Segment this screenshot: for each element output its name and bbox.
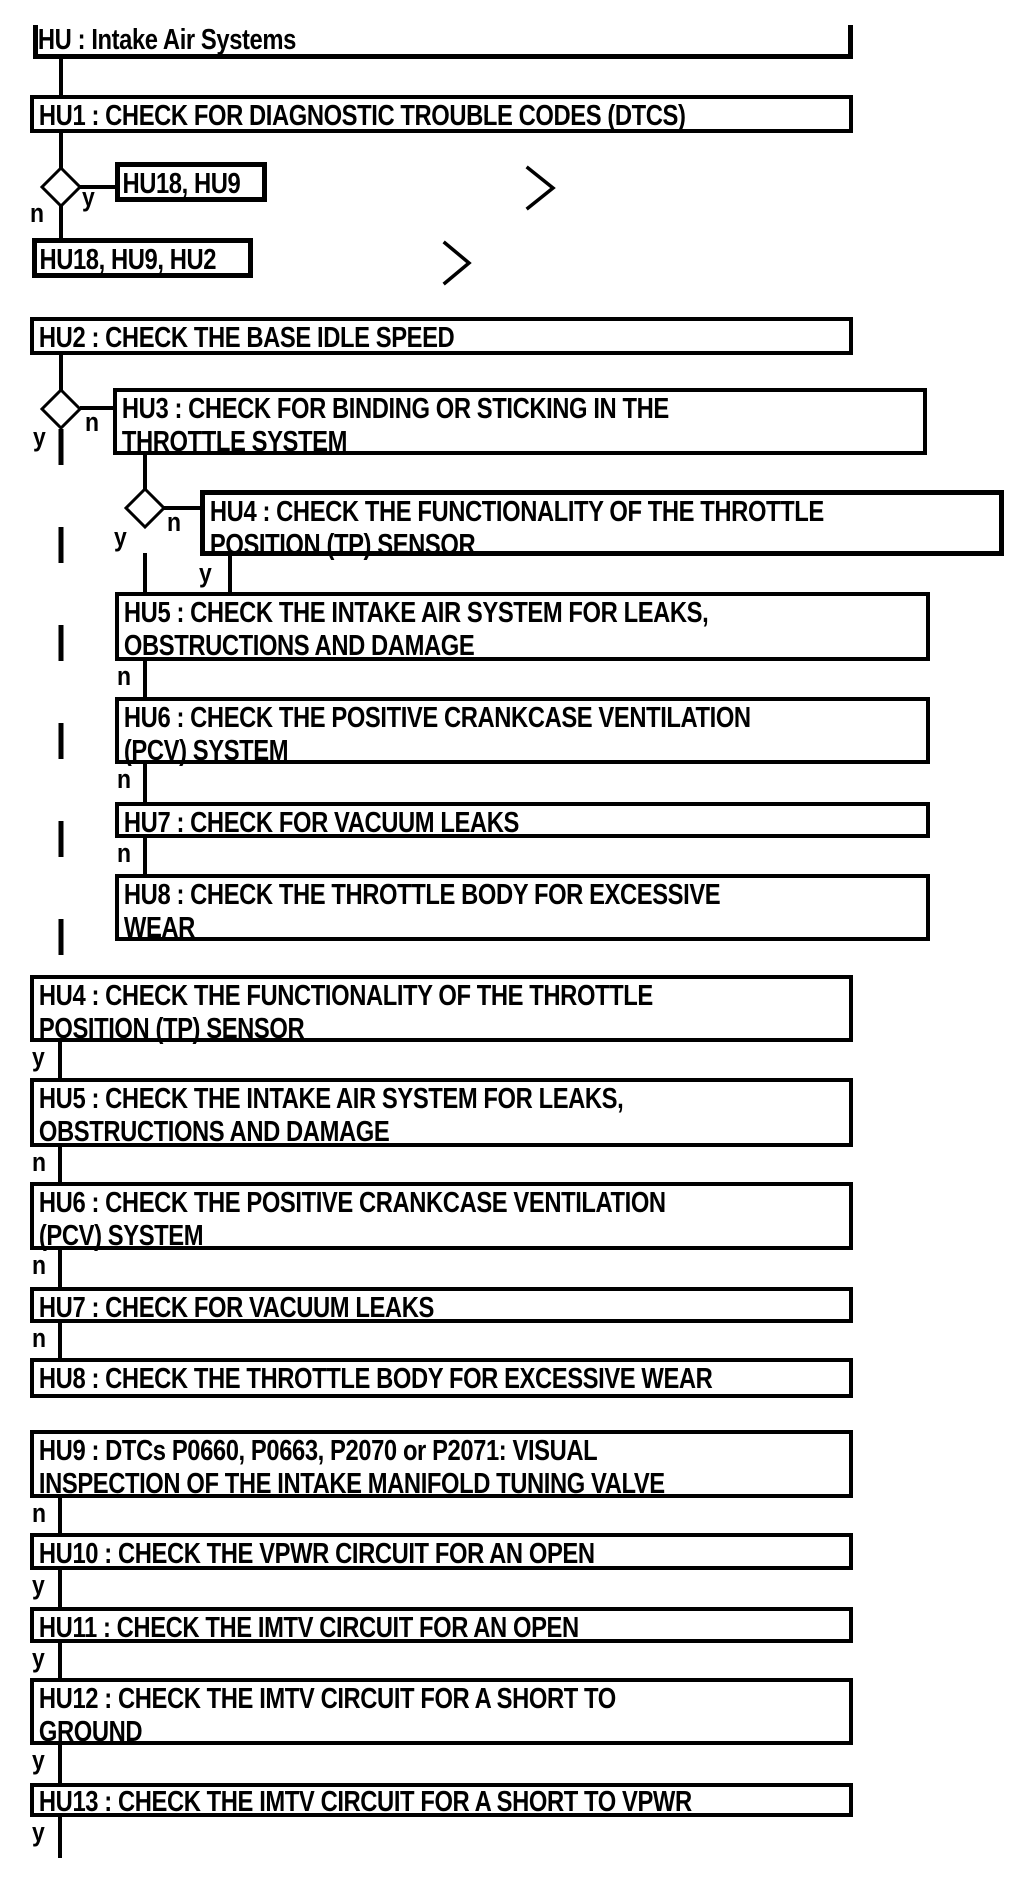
node-hu9-label: HU9 : DTCs P0660, P0663, P2070 or P2071:… — [38, 1435, 665, 1500]
branch-label-no-hu6n: n — [117, 764, 132, 794]
continue-chevron-icon-1 — [525, 165, 556, 211]
node-hu10-label: HU10 : CHECK THE VPWR CIRCUIT FOR AN OPE… — [38, 1538, 595, 1570]
branch-label-yes-hu10: y — [32, 1570, 45, 1600]
node-hu4-label: HU4 : CHECK THE FUNCTIONALITY OF THE THR… — [38, 980, 653, 1045]
node-hu6-nested-label: HU6 : CHECK THE POSITIVE CRANKCASE VENTI… — [123, 702, 751, 767]
node-hu5-nested: HU5 : CHECK THE INTAKE AIR SYSTEM FOR LE… — [115, 592, 930, 662]
node-jump-hu18-hu9-hu2: HU18, HU9, HU2 — [32, 238, 253, 278]
continue-chevron-icon-2 — [442, 240, 472, 286]
branch-label-yes-diamond2: y — [33, 422, 46, 452]
node-hu5-nested-label: HU5 : CHECK THE INTAKE AIR SYSTEM FOR LE… — [123, 597, 709, 662]
branch-label-no-hu7n: n — [117, 838, 132, 868]
node-hu11: HU11 : CHECK THE IMTV CIRCUIT FOR AN OPE… — [30, 1607, 853, 1644]
flowchart-title: HU : Intake Air Systems — [37, 24, 296, 56]
branch-label-no-hu5n: n — [117, 661, 132, 691]
node-hu5-label: HU5 : CHECK THE INTAKE AIR SYSTEM FOR LE… — [38, 1083, 624, 1148]
node-hu5: HU5 : CHECK THE INTAKE AIR SYSTEM FOR LE… — [30, 1078, 853, 1148]
node-hu8-nested-label: HU8 : CHECK THE THROTTLE BODY FOR EXCESS… — [123, 879, 721, 944]
node-hu10: HU10 : CHECK THE VPWR CIRCUIT FOR AN OPE… — [30, 1533, 853, 1570]
decision-diamond-1 — [39, 165, 83, 209]
node-hu12: HU12 : CHECK THE IMTV CIRCUIT FOR A SHOR… — [30, 1678, 853, 1748]
branch-label-no-diamond1: n — [30, 198, 45, 228]
node-jump-hu18-hu9-label: HU18, HU9 — [122, 168, 241, 200]
node-hu4-nested-label: HU4 : CHECK THE FUNCTIONALITY OF THE THR… — [209, 496, 824, 561]
node-hu2: HU2 : CHECK THE BASE IDLE SPEED — [30, 317, 853, 355]
branch-label-yes-diamond1: y — [82, 182, 95, 212]
node-hu7-nested: HU7 : CHECK FOR VACUUM LEAKS — [115, 802, 930, 839]
branch-label-yes-hu12: y — [32, 1745, 45, 1775]
branch-label-yes-hu13: y — [32, 1817, 45, 1847]
branch-label-no-diamond3: n — [167, 507, 182, 537]
branch-label-no-diamond2: n — [85, 407, 100, 437]
node-jump-hu18-hu9-hu2-label: HU18, HU9, HU2 — [39, 244, 217, 276]
node-hu8-nested: HU8 : CHECK THE THROTTLE BODY FOR EXCESS… — [115, 874, 930, 944]
node-hu13: HU13 : CHECK THE IMTV CIRCUIT FOR A SHOR… — [30, 1783, 853, 1818]
node-hu4: HU4 : CHECK THE FUNCTIONALITY OF THE THR… — [30, 975, 853, 1045]
node-hu9: HU9 : DTCs P0660, P0663, P2070 or P2071:… — [30, 1430, 853, 1500]
title-left-tick — [33, 25, 38, 54]
branch-label-yes-hu11: y — [32, 1643, 45, 1673]
branch-label-no-hu6: n — [32, 1250, 47, 1280]
node-hu7-nested-label: HU7 : CHECK FOR VACUUM LEAKS — [123, 807, 519, 839]
node-jump-hu18-hu9: HU18, HU9 — [115, 162, 267, 202]
branch-label-yes-hu4: y — [32, 1042, 45, 1072]
node-hu2-label: HU2 : CHECK THE BASE IDLE SPEED — [38, 322, 455, 354]
node-hu12-label: HU12 : CHECK THE IMTV CIRCUIT FOR A SHOR… — [38, 1683, 616, 1748]
branch-label-no-hu9: n — [32, 1498, 47, 1528]
node-hu6-label: HU6 : CHECK THE POSITIVE CRANKCASE VENTI… — [38, 1187, 666, 1252]
node-hu7-label: HU7 : CHECK FOR VACUUM LEAKS — [38, 1292, 434, 1324]
node-hu6: HU6 : CHECK THE POSITIVE CRANKCASE VENTI… — [30, 1182, 853, 1252]
branch-label-no-hu5: n — [32, 1147, 47, 1177]
decision-diamond-3 — [123, 486, 167, 530]
branch-label-yes-diamond3: y — [114, 522, 127, 552]
branch-label-yes-hu4n: y — [199, 558, 212, 588]
node-hu13-label: HU13 : CHECK THE IMTV CIRCUIT FOR A SHOR… — [38, 1786, 692, 1818]
node-hu3: HU3 : CHECK FOR BINDING OR STICKING IN T… — [113, 388, 927, 458]
node-hu1-label: HU1 : CHECK FOR DIAGNOSTIC TROUBLE CODES… — [38, 100, 686, 132]
title-right-tick — [848, 25, 853, 54]
node-hu3-label: HU3 : CHECK FOR BINDING OR STICKING IN T… — [121, 393, 669, 458]
node-hu1: HU1 : CHECK FOR DIAGNOSTIC TROUBLE CODES… — [30, 95, 853, 133]
flowchart-title-box: HU : Intake Air Systems — [33, 25, 853, 59]
node-hu4-nested: HU4 : CHECK THE FUNCTIONALITY OF THE THR… — [200, 490, 1004, 561]
node-hu8-label: HU8 : CHECK THE THROTTLE BODY FOR EXCESS… — [38, 1363, 713, 1395]
node-hu11-label: HU11 : CHECK THE IMTV CIRCUIT FOR AN OPE… — [38, 1612, 579, 1644]
decision-diamond-2 — [39, 387, 83, 431]
node-hu6-nested: HU6 : CHECK THE POSITIVE CRANKCASE VENTI… — [115, 697, 930, 767]
node-hu7: HU7 : CHECK FOR VACUUM LEAKS — [30, 1287, 853, 1324]
node-hu8: HU8 : CHECK THE THROTTLE BODY FOR EXCESS… — [30, 1358, 853, 1398]
branch-label-no-hu7: n — [32, 1323, 47, 1353]
